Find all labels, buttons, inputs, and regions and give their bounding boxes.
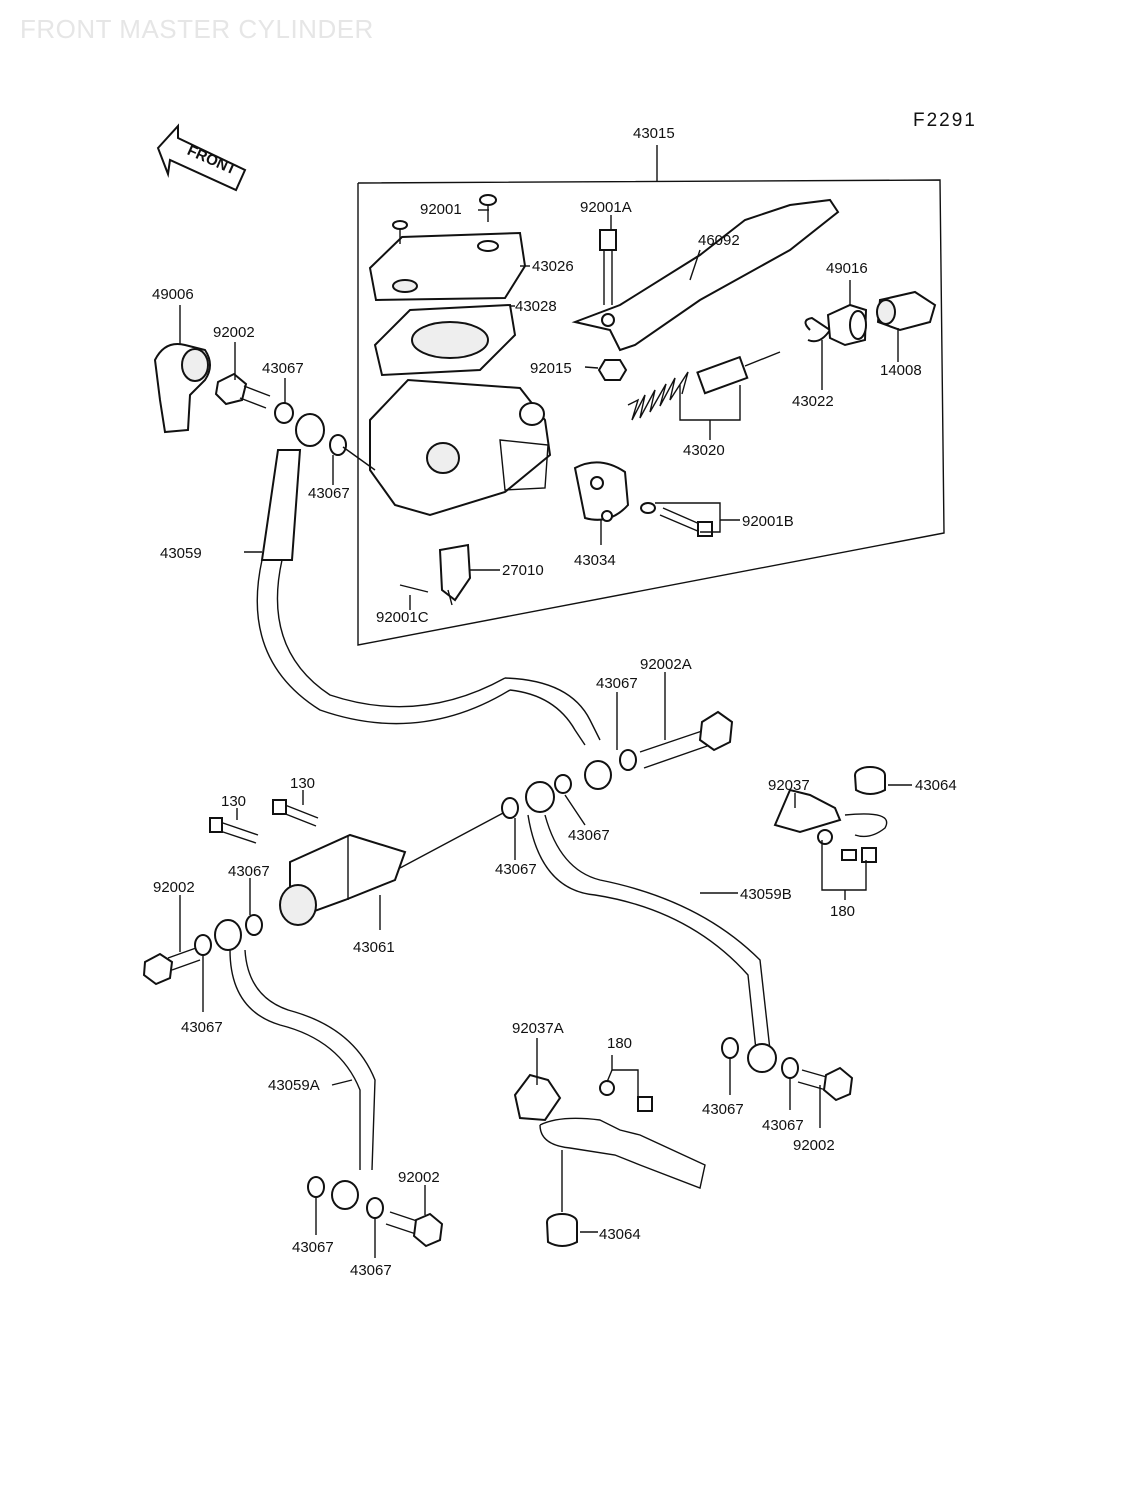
brake-hose-a: [214, 919, 384, 1219]
part-label-180-a: 180: [830, 903, 855, 920]
part-label-27010: 27010: [502, 562, 544, 579]
banjo-bolt-upper: [214, 372, 271, 409]
figure-code: F2291: [913, 110, 977, 131]
page-title: FRONT MASTER CYLINDER: [20, 14, 374, 44]
part-label-43067-h: 43067: [702, 1101, 744, 1118]
part-label-43020: 43020: [683, 442, 725, 459]
part-label-92037: 92037: [768, 777, 810, 794]
washer: [245, 914, 263, 936]
brake-hose-upper: [256, 413, 612, 790]
piston-spring: [627, 351, 781, 421]
part-label-43059: 43059: [160, 545, 202, 562]
part-label-92001: 92001: [420, 201, 462, 218]
pivot-bolt: [599, 229, 617, 305]
part-label-92001b: 92001B: [742, 513, 794, 530]
part-label-43067-g: 43067: [181, 1019, 223, 1036]
part-label-43061: 43061: [353, 939, 395, 956]
part-label-43067-a: 43067: [262, 360, 304, 377]
clip: [804, 316, 832, 343]
union-43061: [279, 833, 407, 926]
master-cylinder-body: [369, 378, 552, 517]
brake-switch: [438, 543, 472, 606]
bolt-130-b: [272, 799, 319, 827]
banjo-bolt-left: [142, 947, 201, 986]
part-label-43064-bottom: 43064: [599, 1226, 641, 1243]
part-label-43067-d: 43067: [568, 827, 610, 844]
screw-92001: [479, 194, 497, 222]
washer: [274, 402, 294, 424]
part-label-92015: 92015: [530, 360, 572, 377]
washer: [194, 934, 212, 956]
nut: [597, 359, 628, 381]
banjo-bolt-lower: [385, 1211, 444, 1248]
bracket-92037: [773, 788, 888, 863]
part-label-49006: 49006: [152, 286, 194, 303]
part-label-92002-mid: 92002: [153, 879, 195, 896]
part-label-92001c: 92001C: [376, 609, 429, 626]
part-label-43067-b: 43067: [308, 485, 350, 502]
part-label-92002-bottom: 92002: [398, 1169, 440, 1186]
part-label-14008: 14008: [880, 362, 922, 379]
bolt-130-a: [209, 817, 259, 844]
diaphragm: [373, 303, 517, 377]
part-label-130-b: 130: [290, 775, 315, 792]
assembly-box: [357, 145, 945, 646]
part-label-92002a: 92002A: [640, 656, 692, 673]
part-label-43015: 43015: [633, 125, 675, 142]
washer: [501, 797, 519, 819]
part-label-43028: 43028: [515, 298, 557, 315]
banjo-bolt-right: [797, 1066, 854, 1102]
bracket-92037a: [513, 1073, 706, 1189]
part-label-130-a: 130: [221, 793, 246, 810]
washer: [329, 434, 347, 456]
screw-92001-left: [392, 220, 408, 244]
part-label-49016: 49016: [826, 260, 868, 277]
screw-92001c: [399, 584, 429, 593]
part-label-43064-top: 43064: [915, 777, 957, 794]
clamp: [573, 461, 630, 522]
reservoir-cap: [368, 231, 527, 302]
part-label-46092: 46092: [698, 232, 740, 249]
part-label-92002-top: 92002: [213, 324, 255, 341]
part-label-43026: 43026: [532, 258, 574, 275]
part-label-92001a: 92001A: [580, 199, 632, 216]
part-label-92037a: 92037A: [512, 1020, 564, 1037]
part-label-43067-j: 43067: [292, 1239, 334, 1256]
grommet-upper: [854, 766, 886, 795]
part-label-43034: 43034: [574, 552, 616, 569]
part-label-43059a: 43059A: [268, 1077, 320, 1094]
part-label-43067-c: 43067: [596, 675, 638, 692]
part-label-43067-e: 43067: [228, 863, 270, 880]
grommet-lower: [546, 1213, 578, 1247]
part-label-43059b: 43059B: [740, 886, 792, 903]
bushing: [826, 303, 868, 347]
part-labels: 43015 92001 92001A 46092 43026 49016 490…: [152, 125, 957, 1279]
rubber-cap: [153, 343, 211, 434]
brake-hose-b: [525, 774, 799, 1079]
front-arrow-icon: FRONT: [156, 123, 247, 192]
part-label-43067-k: 43067: [350, 1262, 392, 1279]
part-label-43022: 43022: [792, 393, 834, 410]
brake-lever: [571, 198, 840, 352]
banjo-bolt-92002a: [619, 710, 734, 771]
part-label-43067-i: 43067: [762, 1117, 804, 1134]
part-label-180-b: 180: [607, 1035, 632, 1052]
part-label-92002-right: 92002: [793, 1137, 835, 1154]
boot: [876, 290, 937, 332]
leader-lines: [179, 209, 912, 1258]
part-label-43067-f: 43067: [495, 861, 537, 878]
clamp-bolt: [640, 502, 713, 537]
